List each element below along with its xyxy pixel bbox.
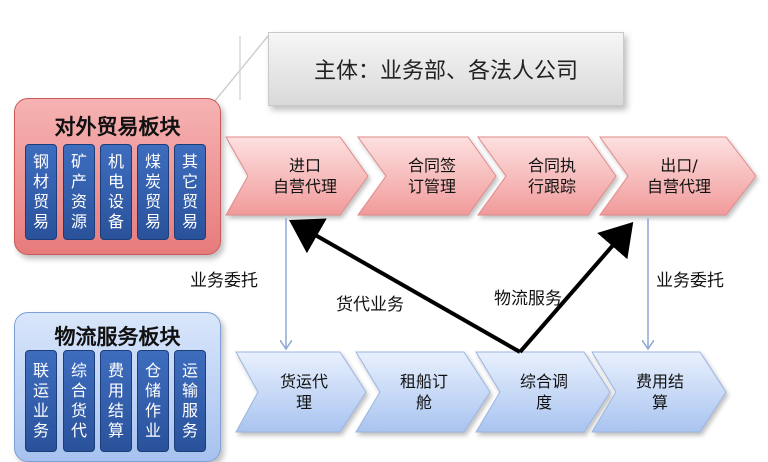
trade-item-steel: 钢材贸易 xyxy=(25,144,57,240)
logistics-step-settlement: 费用结算 xyxy=(635,372,684,412)
freight-service-arrow xyxy=(289,218,521,354)
trade-panel-title: 对外贸易板块 xyxy=(54,115,181,139)
trade-step-contract-tracking: 合同执行跟踪 xyxy=(527,156,576,196)
trade-chevron-3 xyxy=(477,136,617,216)
trade-chevron-4 xyxy=(599,136,757,216)
logistics-chevron-4 xyxy=(591,351,727,433)
delegate-label-right: 业务委托 xyxy=(656,271,724,291)
logistics-step-dispatch: 综合调度 xyxy=(519,372,568,412)
trade-step-export: 出口/自营代理 xyxy=(646,156,711,196)
logistics-chevron-2 xyxy=(355,351,491,433)
trade-step-import: 进口自营代理 xyxy=(272,156,337,196)
trade-item-coal: 煤炭贸易 xyxy=(137,144,169,240)
trade-item-other: 其它贸易 xyxy=(174,144,206,240)
logistics-item-warehousing: 仓储作业 xyxy=(137,350,169,452)
subject-box: 主体：业务部、各法人公司 xyxy=(268,32,624,106)
logistics-item-transport: 运输服务 xyxy=(174,350,206,452)
logistics-service-arrow xyxy=(518,221,634,354)
logistics-item-settlement: 费用结算 xyxy=(100,350,132,452)
trade-item-equipment: 机电设备 xyxy=(100,144,132,240)
logistics-step-freight-forwarding: 货运代理 xyxy=(279,372,328,412)
delegate-label-left: 业务委托 xyxy=(190,271,258,291)
trade-item-minerals: 矿产资源 xyxy=(63,144,95,240)
logistics-step-chartering: 租船订舱 xyxy=(399,372,448,412)
logistics-panel-title: 物流服务板块 xyxy=(54,325,181,349)
trade-chevron-1 xyxy=(225,136,369,216)
trade-step-contract-signing: 合同签订管理 xyxy=(407,156,456,196)
callout-line xyxy=(213,35,269,103)
logistics-chevron-1 xyxy=(235,351,367,433)
logistics-item-intermodal: 联运业务 xyxy=(25,350,57,452)
logistics-item-forwarding: 综合货代 xyxy=(63,350,95,452)
logistics-chevron-3 xyxy=(475,351,611,433)
freight-service-label: 货代业务 xyxy=(336,295,404,315)
trade-chevron-2 xyxy=(357,136,497,216)
logistics-service-label: 物流服务 xyxy=(494,289,562,309)
